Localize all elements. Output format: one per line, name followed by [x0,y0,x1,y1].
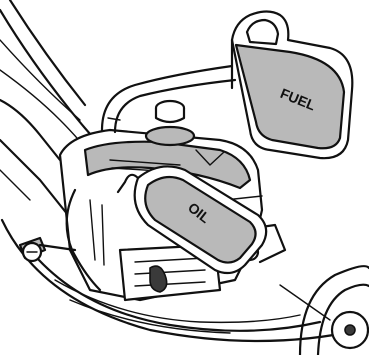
rear-wheel [280,266,369,355]
fuel-cap [146,101,194,145]
fuel-can [232,12,352,159]
oil-fill-cap [23,243,41,261]
